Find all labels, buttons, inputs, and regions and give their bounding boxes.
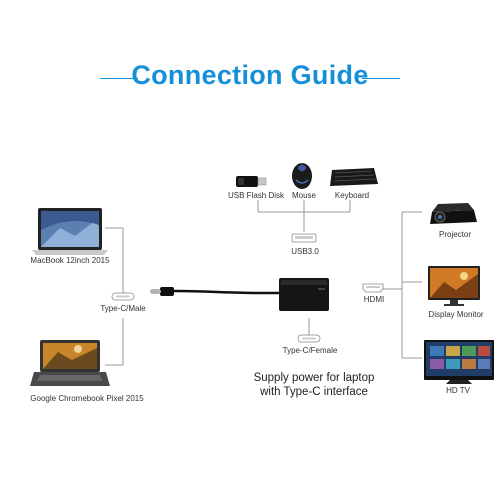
hdmi-port-icon [362, 283, 384, 293]
title-rule-right [362, 78, 400, 79]
type-c-male-label: Type-C/Male [100, 304, 146, 313]
hdmi-label: HDMI [363, 295, 385, 304]
type-c-male-connector-icon [111, 292, 135, 301]
hd-tv-icon [424, 340, 494, 384]
keyboard-label: Keyboard [334, 191, 370, 200]
usb-flash-disk-label: USB Flash Disk [227, 191, 285, 200]
supply-note-line-1: Supply power for laptop [253, 372, 375, 384]
display-monitor-label: Display Monitor [428, 310, 484, 319]
usb-flash-disk-icon [236, 176, 267, 187]
type-c-female-port-icon [297, 334, 321, 343]
projector-label: Projector [438, 230, 472, 239]
hd-tv-label: HD TV [446, 386, 470, 395]
page-title: Connection Guide [131, 60, 369, 90]
title-rule-left [100, 78, 138, 79]
usb3-label: USB3.0 [291, 247, 319, 256]
mouse-label: Mouse [291, 191, 317, 200]
type-c-female-label: Type-C/Female [282, 346, 338, 355]
projector-icon [430, 203, 477, 224]
chromebook-label: Google Chromebook Pixel 2015 [30, 394, 144, 403]
adapter-icon [150, 278, 329, 311]
mouse-icon [292, 163, 312, 189]
macbook-label: MacBook 12inch 2015 [30, 256, 110, 265]
chromebook-icon [30, 340, 110, 386]
connector-lines [105, 200, 422, 366]
supply-note: Supply power for laptop with Type-C inte… [254, 371, 375, 399]
display-monitor-icon [428, 266, 480, 306]
supply-note-line-2: with Type-C interface [260, 386, 368, 398]
macbook-icon [32, 208, 108, 255]
keyboard-icon [330, 168, 378, 186]
usb3-port-icon [291, 233, 317, 243]
